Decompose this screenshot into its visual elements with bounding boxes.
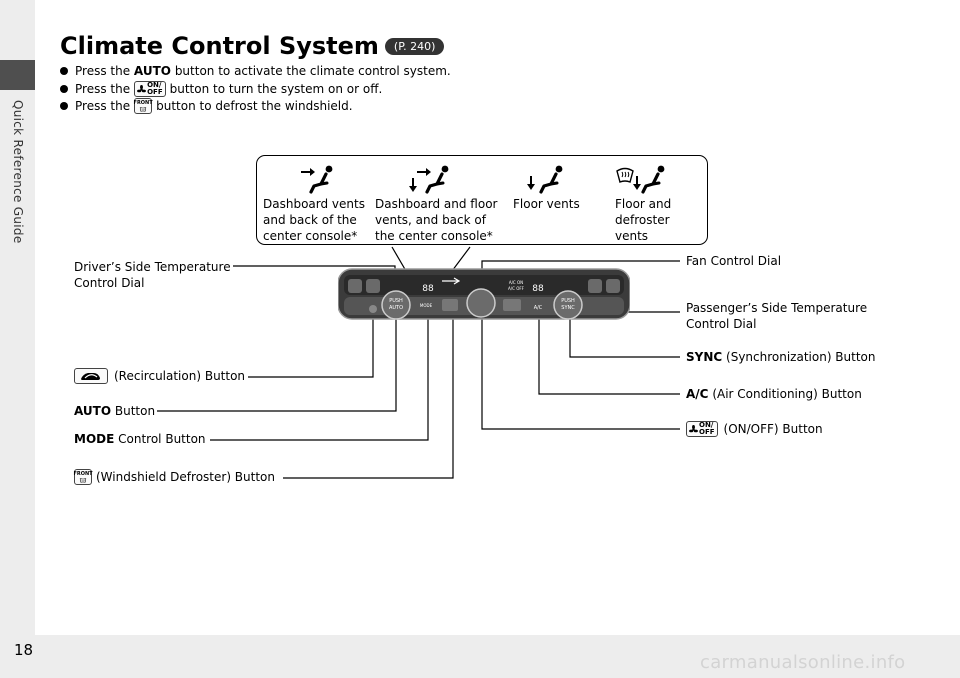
title-text: Climate Control System [60, 32, 379, 60]
sidebar [0, 0, 35, 635]
callout-ac: A/C (Air Conditioning) Button [686, 387, 862, 401]
recirculation-button [369, 305, 377, 313]
svg-text:88: 88 [422, 284, 434, 294]
svg-text:PUSH: PUSH [389, 298, 403, 304]
svg-text:88: 88 [532, 284, 544, 294]
page-number: 18 [14, 641, 34, 659]
bullet-onoff: Press the ON/OFF button to turn the syst… [60, 81, 382, 97]
callout-auto: AUTO Button [74, 404, 156, 418]
bullet-dot [60, 85, 68, 93]
svg-text:SYNC: SYNC [561, 305, 575, 311]
bullet-text: Press the [75, 64, 131, 78]
callout-sync: SYNC (Synchronization) Button [686, 350, 876, 364]
bullet-text: button to activate the climate control s… [174, 64, 451, 78]
footer-band [0, 635, 960, 678]
page-title: Climate Control System (P. 240) [60, 32, 445, 60]
section-tab [0, 60, 35, 90]
side-label: Quick Reference Guide [11, 100, 25, 244]
bullet-text: button to turn the system on or off. [169, 82, 383, 96]
passenger-temp-dial [553, 290, 583, 320]
bullet-dot [60, 67, 68, 75]
seat-heater-buttons [348, 279, 620, 293]
vent-floor-defrost-icon [616, 165, 665, 194]
vent-face-icon [301, 165, 333, 194]
svg-text:MODE: MODE [420, 303, 433, 308]
fan-onoff-icon: ON/OFF [686, 421, 718, 437]
svg-text:A/C: A/C [534, 305, 543, 311]
windshield-defrost-icon: FRONT [73, 469, 93, 485]
callout-onoff: ON/OFF (ON/OFF) Button [686, 421, 823, 437]
vent-floor-icon [527, 165, 563, 194]
climate-control-panel: PUSH AUTO PUSH SYNC 88 88 A/C ON A/C OFF… [338, 268, 630, 320]
windshield-defrost-icon: FRONT [134, 98, 153, 114]
bullet-text: Press the [75, 82, 131, 96]
page-ref-text: P. 240 [398, 40, 432, 53]
bullet-auto: Press the AUTO button to activate the cl… [60, 64, 451, 78]
page-ref-link[interactable]: (P. 240) [384, 38, 445, 55]
svg-text:AUTO: AUTO [389, 305, 403, 311]
bullet-bold: AUTO [133, 64, 171, 78]
fan-onoff-icon: ON/OFF [134, 81, 166, 97]
svg-text:PUSH: PUSH [561, 298, 575, 304]
vent-label-floor: Floor vents [513, 197, 580, 211]
callout-defrost: FRONT (Windshield Defroster) Button [73, 469, 276, 485]
vent-face-floor-icon [409, 165, 449, 194]
callout-mode: MODE Control Button [74, 432, 206, 446]
bullet-text: Press the [75, 99, 131, 113]
bullet-defrost: Press the FRONT button to defrost the wi… [60, 98, 353, 114]
callout-recirculation: (Recirculation) Button [74, 368, 245, 384]
recirculation-icon [74, 368, 108, 384]
bullet-dot [60, 102, 68, 110]
svg-text:A/C OFF: A/C OFF [508, 286, 525, 291]
driver-temp-dial [381, 290, 411, 320]
bullet-text: button to defrost the windshield. [156, 99, 353, 113]
svg-text:A/C ON: A/C ON [509, 280, 523, 285]
callout-fan: Fan Control Dial [686, 254, 782, 268]
watermark: carmanualsonline.info [700, 652, 906, 673]
fan-control-dial [466, 288, 496, 318]
